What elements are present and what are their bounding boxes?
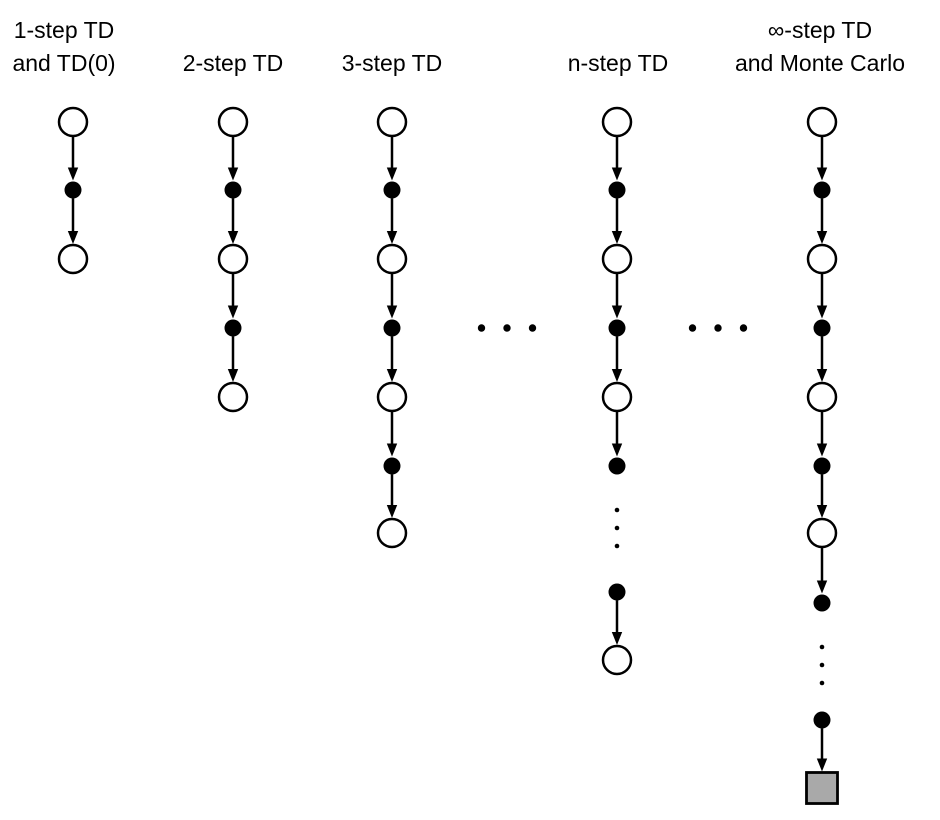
- header-line: 2-step TD: [182, 50, 284, 76]
- horizontal-ellipsis-dot: [528, 324, 537, 332]
- state-node: [376, 243, 408, 275]
- action-node: [383, 181, 401, 199]
- state-node: [217, 243, 249, 275]
- transition-arrowhead: [386, 369, 398, 382]
- state-node: [806, 381, 838, 413]
- state-node: [57, 106, 89, 138]
- action-node: [383, 457, 401, 475]
- transition-arrowhead: [611, 369, 623, 382]
- action-node: [608, 583, 626, 601]
- transition-arrowhead: [816, 369, 828, 382]
- transition-arrowhead: [227, 167, 239, 181]
- header-line: and Monte Carlo: [734, 50, 906, 76]
- vertical-ellipsis-dot: [819, 680, 825, 686]
- vertical-ellipsis-dot: [819, 662, 825, 668]
- state-node: [376, 381, 408, 413]
- transition-arrowhead: [816, 305, 828, 319]
- state-node: [601, 644, 633, 676]
- column-header-n-step: n-step TD: [568, 14, 669, 80]
- transition-arrowhead: [816, 231, 828, 244]
- action-node: [608, 319, 626, 337]
- header-line: n-step TD: [567, 50, 669, 76]
- horizontal-ellipsis: [688, 324, 748, 332]
- action-node: [813, 594, 831, 612]
- transition-arrowhead: [816, 167, 828, 181]
- transition-arrowhead: [611, 231, 623, 244]
- action-node: [224, 319, 242, 337]
- state-node: [376, 517, 408, 549]
- vertical-ellipsis-dot: [614, 525, 620, 531]
- transition-arrowhead: [67, 231, 79, 244]
- transition-arrowhead: [611, 443, 623, 457]
- transition-arrowhead: [611, 632, 623, 645]
- action-node: [813, 181, 831, 199]
- column-header-1-step: 1-step TD and TD(0): [12, 14, 115, 80]
- action-node: [813, 319, 831, 337]
- horizontal-ellipsis-dot: [503, 324, 511, 332]
- backup-column-n-step-td: [601, 106, 633, 676]
- state-node: [806, 517, 838, 549]
- horizontal-ellipsis-dot: [688, 324, 697, 332]
- vertical-ellipsis-dot: [819, 644, 825, 650]
- transition-arrowhead: [386, 505, 398, 518]
- header-line: 3-step TD: [341, 50, 443, 76]
- action-node: [813, 711, 831, 729]
- transition-arrowhead: [816, 758, 828, 772]
- backup-column-3-step-td: [376, 106, 408, 549]
- transition-arrowhead: [611, 167, 623, 181]
- horizontal-ellipsis-dot: [739, 324, 748, 332]
- header-line: 1-step TD: [13, 17, 115, 43]
- header-line: and TD(0): [12, 50, 116, 76]
- state-node: [601, 381, 633, 413]
- backup-column-infinity-step-td: [805, 106, 839, 805]
- action-node: [224, 181, 242, 199]
- transition-arrowhead: [816, 505, 828, 518]
- vertical-ellipsis-dot: [614, 507, 620, 513]
- backup-column-1-step-td: [57, 106, 89, 275]
- column-header-2-step: 2-step TD: [183, 14, 284, 80]
- transition-arrowhead: [386, 167, 398, 181]
- transition-arrowhead: [227, 231, 239, 244]
- transition-arrowhead: [816, 580, 828, 594]
- transition-arrowhead: [227, 369, 239, 382]
- state-node: [217, 106, 249, 138]
- state-node: [376, 106, 408, 138]
- state-node: [806, 106, 838, 138]
- column-header-infinity-step: ∞-step TD and Monte Carlo: [735, 14, 905, 80]
- state-node: [57, 243, 89, 275]
- state-node: [601, 106, 633, 138]
- transition-arrowhead: [816, 443, 828, 457]
- transition-arrowhead: [611, 305, 623, 319]
- state-node: [806, 243, 838, 275]
- state-node: [601, 243, 633, 275]
- transition-arrowhead: [67, 167, 79, 181]
- backup-column-2-step-td: [217, 106, 249, 413]
- transition-arrowhead: [227, 305, 239, 319]
- transition-arrowhead: [386, 443, 398, 457]
- action-node: [64, 181, 82, 199]
- state-node: [217, 381, 249, 413]
- action-node: [383, 319, 401, 337]
- horizontal-ellipsis: [477, 324, 537, 332]
- action-node: [608, 181, 626, 199]
- transition-arrowhead: [386, 305, 398, 319]
- action-node: [608, 457, 626, 475]
- vertical-ellipsis-dot: [614, 543, 620, 549]
- column-header-3-step: 3-step TD: [342, 14, 443, 80]
- transition-arrowhead: [386, 231, 398, 244]
- action-node: [813, 457, 831, 475]
- header-line: ∞-step TD: [767, 17, 873, 43]
- horizontal-ellipsis-dot: [477, 324, 486, 332]
- terminal-state-node: [805, 771, 839, 805]
- horizontal-ellipsis-dot: [714, 324, 722, 332]
